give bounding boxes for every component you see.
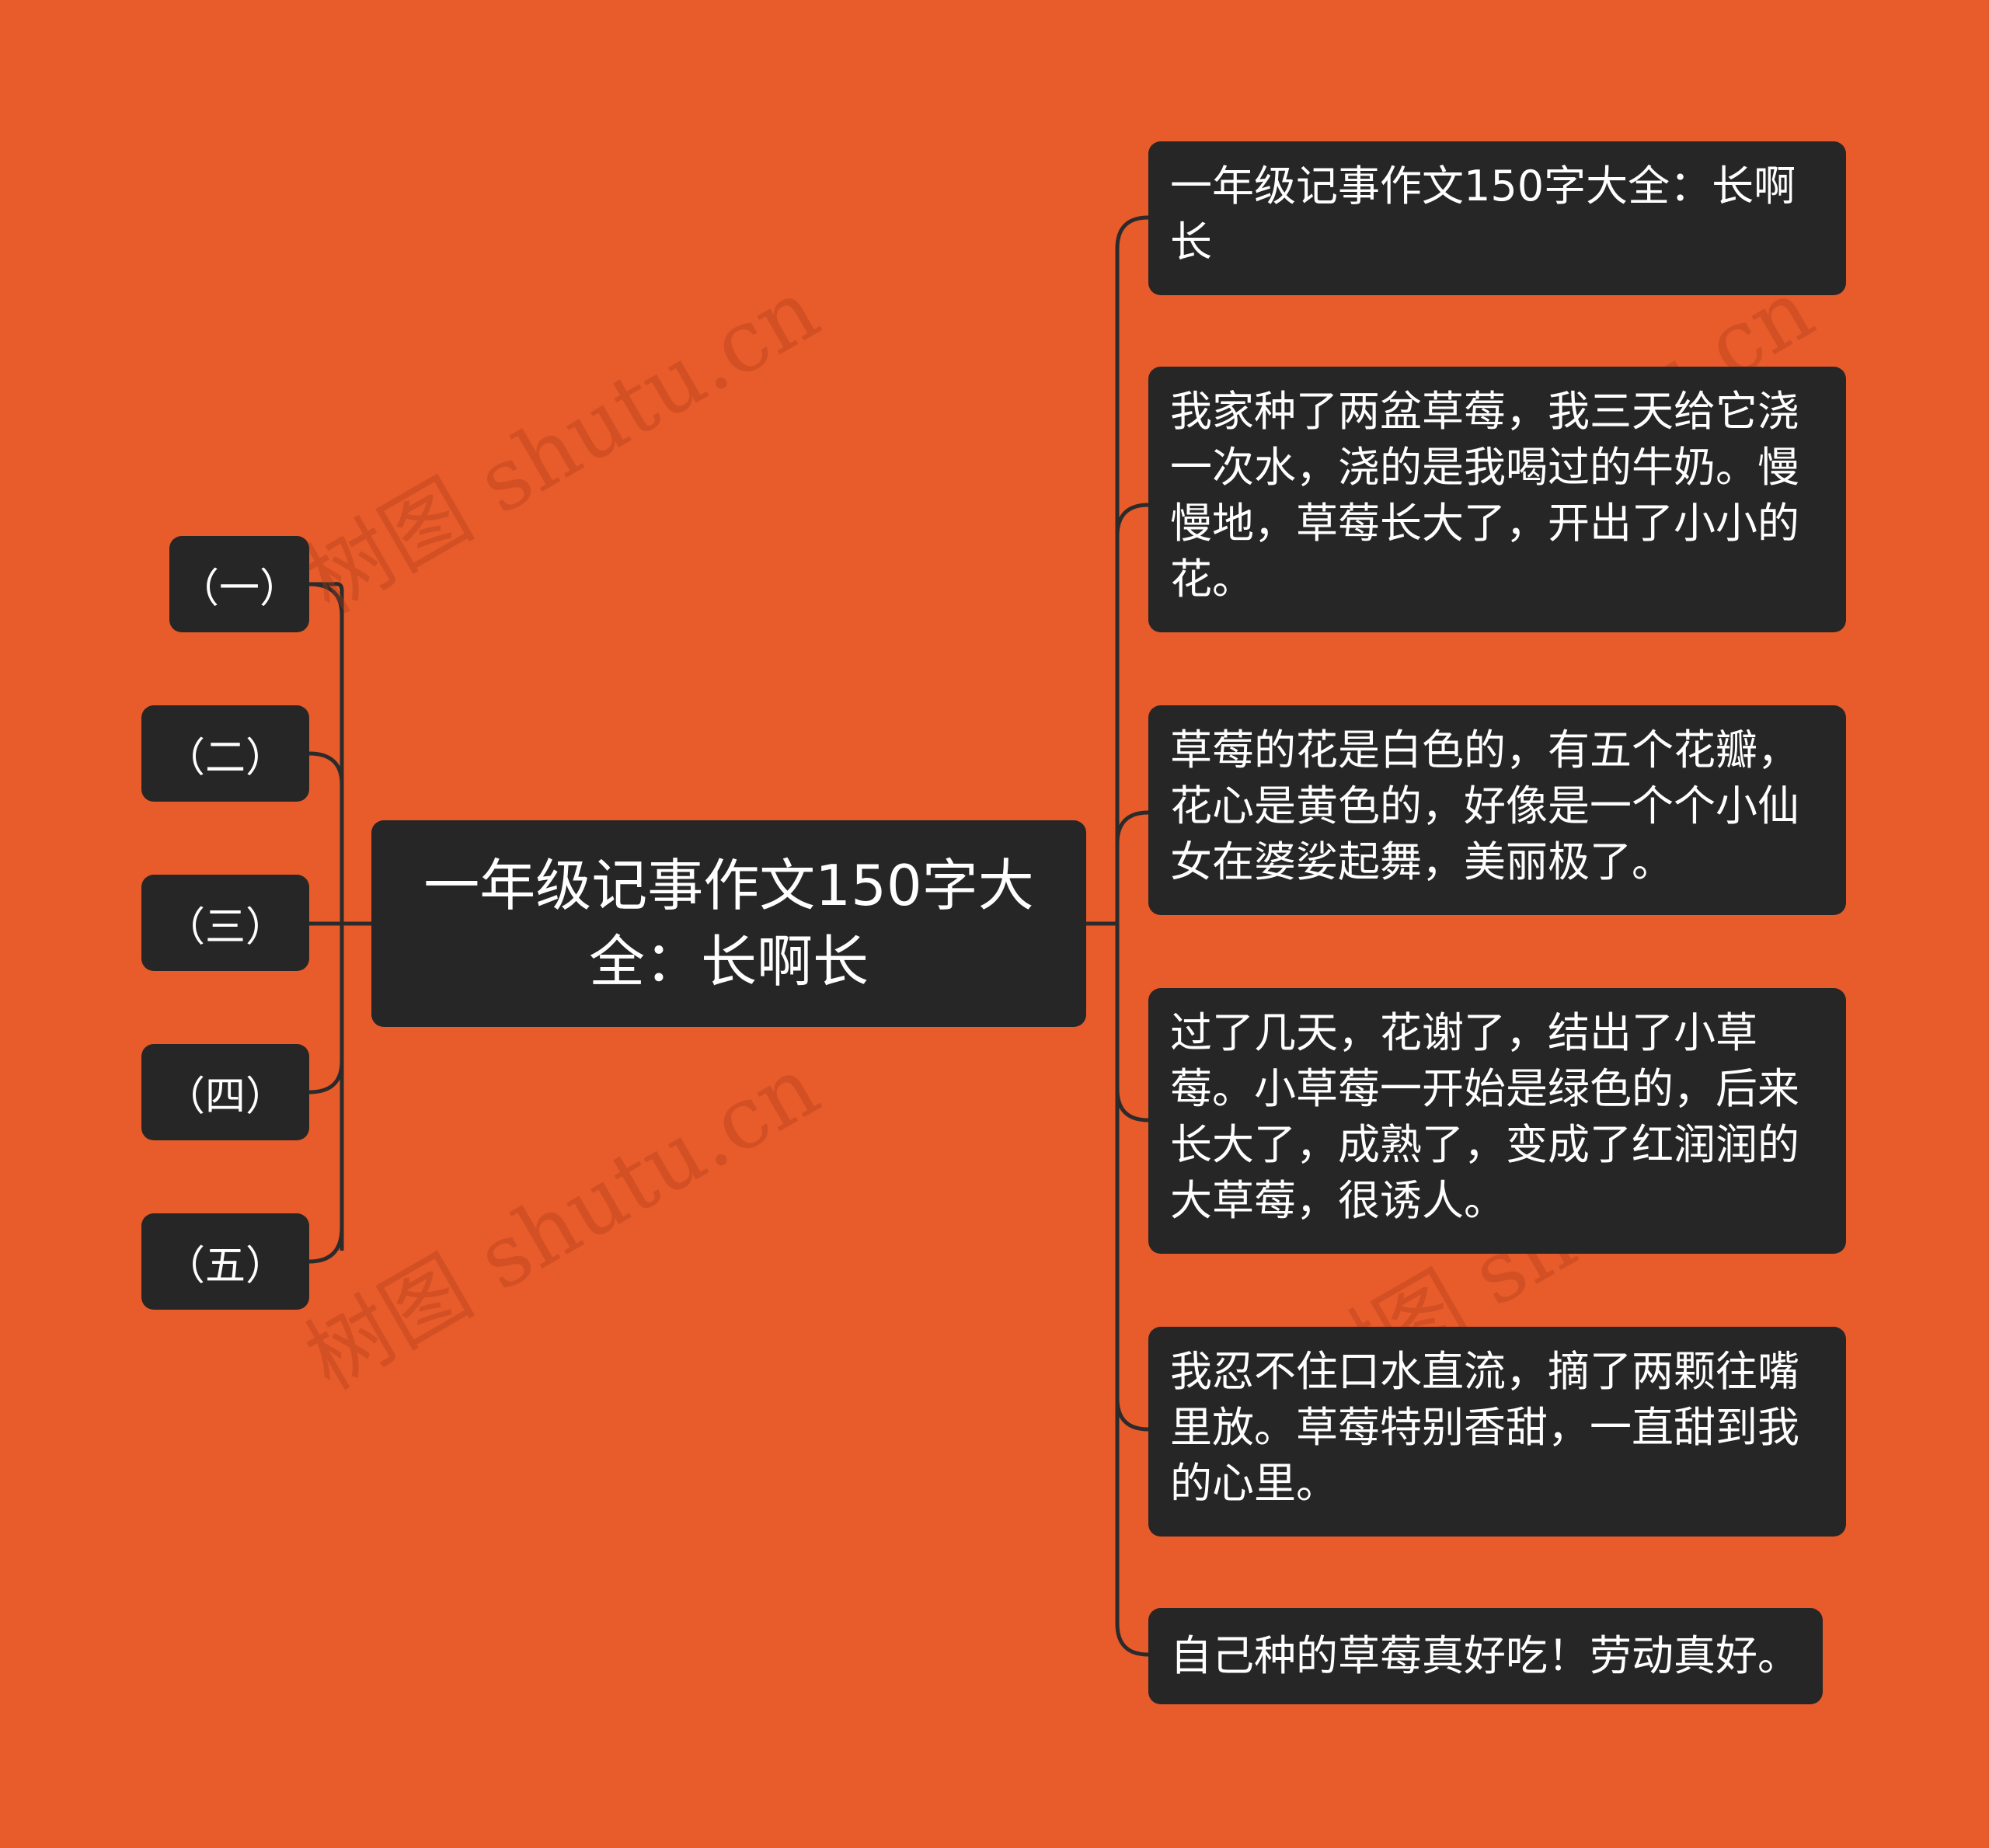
connector-left-4 [308, 1060, 344, 1095]
connector-right-spine [1115, 215, 1149, 1657]
right-node-text: 过了几天，花谢了，结出了小草莓。小草莓一开始是绿色的，后来长大了，成熟了，变成了… [1170, 1008, 1799, 1225]
central-topic-text: 一年级记事作文150字大全：长啊长 [423, 853, 1034, 994]
right-node-text: 草莓的花是白色的，有五个花瓣，花心是黄色的，好像是一个个小仙女在婆娑起舞，美丽极… [1170, 726, 1799, 886]
right-node-4[interactable]: 过了几天，花谢了，结出了小草莓。小草莓一开始是绿色的，后来长大了，成熟了，变成了… [1148, 988, 1846, 1254]
right-node-text: 自己种的草莓真好吃！劳动真好。 [1170, 1631, 1799, 1680]
left-node-1[interactable]: （一） [169, 536, 309, 632]
left-node-label: （五） [164, 1242, 286, 1289]
right-node-1[interactable]: 一年级记事作文150字大全：长啊长 [1148, 141, 1846, 295]
central-topic-node[interactable]: 一年级记事作文150字大全：长啊长 [371, 820, 1086, 1027]
left-node-2[interactable]: （二） [141, 705, 309, 802]
right-node-6[interactable]: 自己种的草莓真好吃！劳动真好。 [1148, 1608, 1823, 1704]
right-node-3[interactable]: 草莓的花是白色的，有五个花瓣，花心是黄色的，好像是一个个小仙女在婆娑起舞，美丽极… [1148, 705, 1846, 915]
right-node-text: 一年级记事作文150字大全：长啊长 [1170, 162, 1796, 266]
connector-right-4 [1115, 1088, 1149, 1122]
connector-right-5 [1115, 1397, 1149, 1432]
left-node-3[interactable]: （三） [141, 875, 309, 971]
right-node-text: 我忍不住口水直流，摘了两颗往嘴里放。草莓特别香甜，一直甜到我的心里。 [1170, 1347, 1799, 1508]
connector-right-3 [1115, 810, 1149, 844]
left-node-5[interactable]: （五） [141, 1213, 309, 1310]
connector-left-2 [308, 751, 344, 785]
left-node-label: （四） [164, 1073, 286, 1120]
right-node-5[interactable]: 我忍不住口水直流，摘了两颗往嘴里放。草莓特别香甜，一直甜到我的心里。 [1148, 1327, 1846, 1537]
right-node-text: 我家种了两盆草莓，我三天给它浇一次水，浇的是我喝过的牛奶。慢慢地，草莓长大了，开… [1170, 387, 1799, 604]
connector-right-2 [1115, 503, 1149, 537]
right-node-2[interactable]: 我家种了两盆草莓，我三天给它浇一次水，浇的是我喝过的牛奶。慢慢地，草莓长大了，开… [1148, 367, 1846, 632]
left-node-4[interactable]: （四） [141, 1044, 309, 1140]
left-node-label: （二） [164, 734, 286, 781]
connector-left-1 [308, 582, 344, 1264]
left-node-label: （一） [178, 565, 300, 612]
connector-left-spine [309, 582, 344, 1251]
left-node-label: （三） [164, 903, 286, 951]
